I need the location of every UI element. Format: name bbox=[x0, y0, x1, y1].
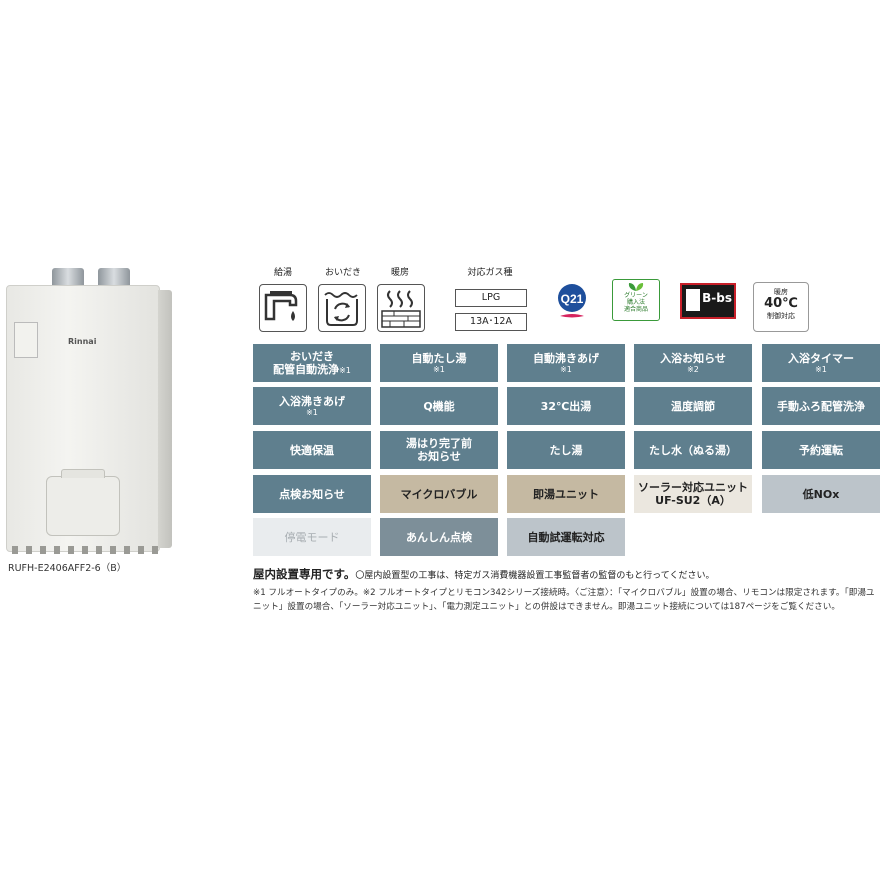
footnote: ※1 フルオートタイプのみ。※2 フルオートタイプとリモコン342シリーズ接続時… bbox=[253, 588, 875, 612]
bath-reheat-icon bbox=[318, 284, 366, 332]
feature-label: 手動ふろ配管洗浄 bbox=[777, 399, 865, 413]
water-heater-side bbox=[158, 290, 172, 548]
gas-lpg: LPG bbox=[455, 289, 527, 307]
temp-line1: 暖房 bbox=[774, 288, 788, 296]
gas-city: 13A･12A bbox=[455, 313, 527, 331]
pipe-fittings bbox=[12, 546, 160, 554]
install-note: 屋内設置専用です。〇屋内設置型の工事は、特定ガス消費機器設置工事監督者の監督のも… bbox=[253, 566, 714, 582]
feature-cell: 停電モード bbox=[253, 518, 371, 556]
caption-oidaki: おいだき bbox=[324, 268, 361, 278]
feature-cell: 手動ふろ配管洗浄 bbox=[762, 387, 880, 425]
temp-line3: 制御対応 bbox=[767, 312, 795, 320]
q21-text: Q21 bbox=[561, 292, 584, 306]
feature-note: ※2 bbox=[687, 365, 699, 374]
feature-cell: 即湯ユニット bbox=[507, 475, 625, 513]
feature-label: 自動試運転対応 bbox=[527, 530, 605, 544]
feature-label-line2: お知らせ bbox=[417, 450, 461, 463]
feature-cell: 予約運転 bbox=[762, 431, 880, 469]
feature-cell: 32℃出湯 bbox=[507, 387, 625, 425]
caption-kyuto: 給湯 bbox=[273, 268, 292, 278]
green-purchase-logo-icon: グリーン 購入法 適合商品 bbox=[612, 279, 660, 321]
feature-label: 停電モード bbox=[284, 530, 340, 544]
caption-danbo: 暖房 bbox=[390, 268, 409, 278]
green-line2: 購入法 bbox=[626, 299, 645, 306]
feature-label: Q機能 bbox=[423, 399, 455, 413]
feature-cell: 温度調節 bbox=[634, 387, 752, 425]
faucet-icon bbox=[259, 284, 307, 332]
feature-label: ソーラー対応ユニット bbox=[638, 481, 748, 494]
feature-label: 入浴沸きあげ bbox=[279, 395, 345, 408]
feature-cell: 快適保温 bbox=[253, 431, 371, 469]
feature-cell: 入浴お知らせ※2 bbox=[634, 344, 752, 382]
feature-cell: あんしん点検 bbox=[380, 518, 498, 556]
install-note-rest: 〇屋内設置型の工事は、特定ガス消費機器設置工事監督者の監督のもと行ってください。 bbox=[355, 571, 715, 581]
feature-cell: 自動試運転対応 bbox=[507, 518, 625, 556]
feature-note: ※1 bbox=[560, 365, 572, 374]
feature-cell: 点検お知らせ bbox=[253, 475, 371, 513]
front-cover-panel bbox=[46, 469, 120, 536]
feature-cell: 自動沸きあげ※1 bbox=[507, 344, 625, 382]
q21-logo-icon: Q21 bbox=[552, 280, 592, 324]
feature-label: 32℃出湯 bbox=[540, 399, 592, 413]
feature-cell: 自動たし湯※1 bbox=[380, 344, 498, 382]
feature-cell: マイクロバブル bbox=[380, 475, 498, 513]
bbs-text: B-bs bbox=[702, 291, 732, 305]
heating-40c-badge: 暖房 40℃ 制御対応 bbox=[753, 282, 809, 332]
feature-label: 低NOx bbox=[802, 487, 840, 501]
feature-label: たし水（ぬる湯） bbox=[649, 443, 737, 457]
feature-label: 予約運転 bbox=[799, 443, 843, 457]
feature-note: ※1 bbox=[815, 365, 827, 374]
exhaust-pipe-right bbox=[98, 268, 130, 288]
temp-line2: 40℃ bbox=[764, 296, 798, 311]
feature-label: おいだき配管自動洗浄※1 bbox=[273, 349, 351, 376]
feature-label: 点検お知らせ bbox=[279, 487, 345, 501]
feature-cell: 湯はり完了前お知らせ bbox=[380, 431, 498, 469]
feature-note: ※1 bbox=[433, 365, 445, 374]
feature-label: 入浴お知らせ bbox=[660, 352, 726, 365]
model-number: RUFH-E2406AFF2-6（B） bbox=[8, 563, 127, 574]
feature-cell: 入浴沸きあげ※1 bbox=[253, 387, 371, 425]
install-note-strong: 屋内設置専用です。 bbox=[253, 567, 356, 581]
feature-label-line2: UF-SU2（A） bbox=[655, 494, 731, 507]
green-line1: グリーン bbox=[624, 292, 648, 299]
feature-cell: たし湯 bbox=[507, 431, 625, 469]
feature-label: マイクロバブル bbox=[400, 487, 478, 501]
feature-cell: Q機能 bbox=[380, 387, 498, 425]
exhaust-pipe-left bbox=[52, 268, 84, 288]
feature-label: 自動たし湯 bbox=[411, 352, 467, 365]
feature-cell: 低NOx bbox=[762, 475, 880, 513]
green-line3: 適合商品 bbox=[623, 306, 648, 313]
feature-label: 温度調節 bbox=[671, 399, 715, 413]
feature-label: たし湯 bbox=[549, 443, 583, 457]
brand-logo: Rinnai bbox=[68, 337, 97, 346]
feature-label: 快適保温 bbox=[290, 443, 334, 457]
feature-cell: 入浴タイマー※1 bbox=[762, 344, 880, 382]
feature-label: 自動沸きあげ bbox=[533, 352, 599, 365]
feature-cell: たし水（ぬる湯） bbox=[634, 431, 752, 469]
floor-heating-icon bbox=[377, 284, 425, 332]
caption-gas: 対応ガス種 bbox=[467, 268, 513, 278]
feature-note: ※1 bbox=[306, 408, 318, 417]
bbs-logo-icon: B-bs bbox=[680, 283, 736, 319]
feature-label: 即湯ユニット bbox=[533, 487, 599, 501]
feature-label: 湯はり完了前 bbox=[406, 437, 472, 450]
feature-label: あんしん点検 bbox=[406, 530, 472, 544]
feature-cell: おいだき配管自動洗浄※1 bbox=[253, 344, 371, 382]
rating-plate bbox=[14, 322, 38, 358]
feature-label: 入浴タイマー bbox=[788, 352, 854, 365]
